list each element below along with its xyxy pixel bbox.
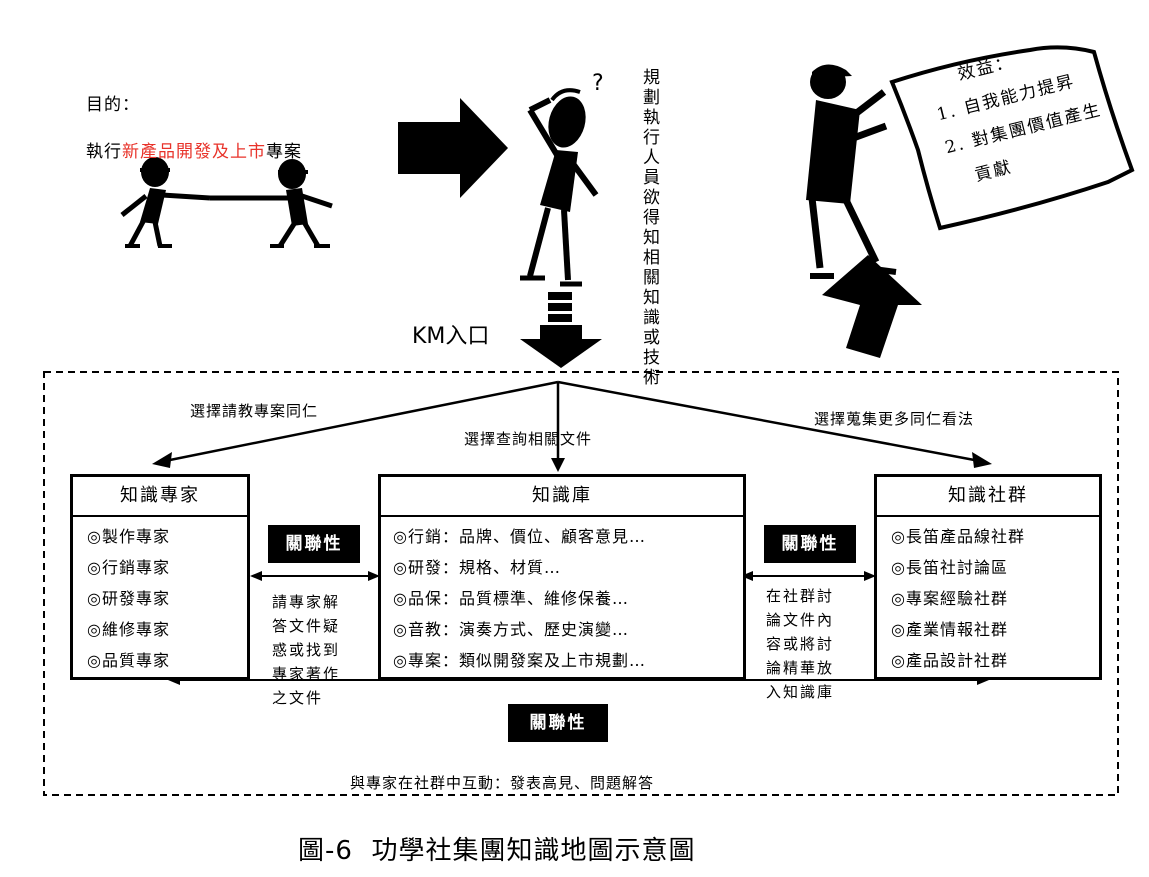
purpose-highlight: 新產品開發及上市 — [122, 142, 266, 162]
svg-text:?: ? — [592, 71, 604, 96]
list-item[interactable]: ◎產業情報社群 — [891, 620, 1008, 639]
list-item[interactable]: ◎製作專家 — [87, 527, 170, 546]
knowledge-community-list: ◎長笛產品線社群 ◎長笛社討論區 ◎專案經驗社群 ◎產業情報社群 ◎產品設計社群 — [877, 517, 1099, 676]
km-entry-label: KM入口 — [412, 324, 490, 349]
km-map-frame — [43, 371, 1119, 796]
purpose-statement: 執行新產品開發及上市專案 — [86, 137, 302, 162]
knowledge-experts-list: ◎製作專家 ◎行銷專家 ◎研發專家 ◎維修專家 ◎品質專家 — [73, 517, 247, 676]
relation-note-left-line: 答文件疑 — [272, 617, 341, 635]
thinking-figure: ? — [520, 71, 604, 287]
knowledge-community-box[interactable]: 知識社群 ◎長笛產品線社群 ◎長笛社討論區 ◎專案經驗社群 ◎產業情報社群 ◎產… — [874, 474, 1102, 680]
list-item[interactable]: ◎專案經驗社群 — [891, 589, 1008, 608]
purpose-label: 目的： — [86, 95, 140, 115]
relation-note-left: 請專家解 答文件疑 惑或找到 專家著作 之文件 — [272, 590, 340, 710]
relation-note-right: 在社群討 論文件內 容或將討 論精華放 入知識庫 — [766, 584, 834, 704]
path-label-right: 選擇蒐集更多同仁看法 — [814, 410, 975, 428]
relation-badge-right: 關聯性 — [764, 525, 856, 563]
list-item[interactable]: ◎專案：類似開發案及上市規劃… — [393, 651, 646, 670]
list-item[interactable]: ◎行銷：品牌、價位、顧客意見… — [393, 527, 646, 546]
knowledge-library-title: 知識庫 — [381, 477, 743, 517]
benefit-figure — [806, 64, 897, 279]
purpose-suffix: 專案 — [266, 142, 302, 162]
knowledge-library-list: ◎行銷：品牌、價位、顧客意見… ◎研發：規格、材質… ◎品保：品質標準、維修保養… — [381, 517, 743, 676]
benefit-sign — [889, 45, 1135, 231]
branch-arrows — [152, 380, 992, 472]
path-label-center: 選擇查詢相關文件 — [464, 430, 593, 448]
list-item[interactable]: ◎研發：規格、材質… — [393, 558, 561, 577]
list-item[interactable]: ◎行銷專家 — [87, 558, 170, 577]
benefit-up-arrow — [822, 255, 922, 358]
relation-badge-left: 關聯性 — [268, 525, 360, 563]
knowledge-experts-box[interactable]: 知識專家 ◎製作專家 ◎行銷專家 ◎研發專家 ◎維修專家 ◎品質專家 — [70, 474, 250, 680]
figure-caption: 圖-6 功學社集團知識地圖示意圖 — [298, 836, 696, 866]
relation-note-right-line: 論文件內 — [766, 611, 835, 629]
thinker-note: 規劃執行人員欲得知相關知識或技術 — [636, 68, 662, 388]
list-item[interactable]: ◎長笛社討論區 — [891, 558, 1008, 577]
handshake-figures — [120, 157, 333, 248]
knowledge-experts-title: 知識專家 — [73, 477, 247, 517]
list-item[interactable]: ◎音教：演奏方式、歷史演變… — [393, 620, 629, 639]
knowledge-community-title: 知識社群 — [877, 477, 1099, 517]
list-item[interactable]: ◎維修專家 — [87, 620, 170, 639]
purpose-prefix: 執行 — [86, 142, 122, 162]
path-label-left: 選擇請教專案同仁 — [190, 402, 319, 420]
list-item[interactable]: ◎長笛產品線社群 — [891, 527, 1025, 546]
relation-note-right-line: 在社群討 — [766, 587, 835, 605]
relation-note-left-line: 專家著作 — [272, 665, 341, 683]
knowledge-library-box[interactable]: 知識庫 ◎行銷：品牌、價位、顧客意見… ◎研發：規格、材質… ◎品保：品質標準、… — [378, 474, 746, 680]
thinker-note-line-2: 相關知識或技術 — [639, 248, 659, 388]
bottom-note: 與專家在社群中互動：發表高見、問題解答 — [350, 774, 655, 792]
big-right-arrow — [398, 98, 508, 198]
list-item[interactable]: ◎品質專家 — [87, 651, 170, 670]
relation-note-right-line: 入知識庫 — [766, 683, 835, 701]
list-item[interactable]: ◎產品設計社群 — [891, 651, 1008, 670]
list-item[interactable]: ◎研發專家 — [87, 589, 170, 608]
relation-note-left-line: 之文件 — [272, 689, 324, 707]
relation-badge-bottom: 關聯性 — [508, 704, 608, 742]
relation-note-right-line: 論精華放 — [766, 659, 835, 677]
relation-note-left-line: 惑或找到 — [272, 641, 341, 659]
thinker-note-line-1: 規劃執行人員欲得知 — [639, 68, 659, 248]
list-item[interactable]: ◎品保：品質標準、維修保養… — [393, 589, 629, 608]
relation-note-left-line: 請專家解 — [272, 593, 341, 611]
relation-note-right-line: 容或將討 — [766, 635, 835, 653]
km-entry-arrow — [520, 292, 602, 368]
